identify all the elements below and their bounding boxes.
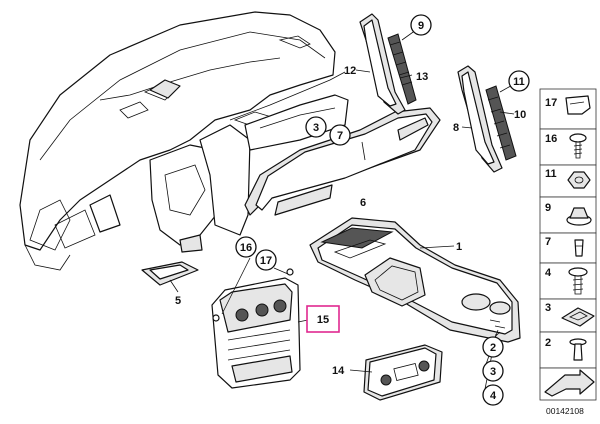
svg-text:7: 7 [337, 130, 343, 142]
svg-text:1: 1 [456, 241, 462, 253]
svg-text:12: 12 [344, 65, 356, 77]
small-parts-legend: 17 16 11 9 7 4 3 2 [539, 88, 597, 401]
callout-6: 6 [360, 197, 366, 209]
callout-17: 17 [255, 249, 277, 271]
callout-11: 11 [508, 70, 530, 92]
center-console-part-1 [309, 217, 521, 343]
callout-4: 4 [482, 384, 504, 406]
legend-item-3: 3 [545, 302, 551, 314]
callout-12: 12 [344, 65, 356, 77]
nut-icon [567, 171, 591, 189]
callout-7: 7 [329, 124, 351, 146]
trim-strip-part-6 [244, 107, 441, 216]
callout-16: 16 [235, 236, 257, 258]
arrow-icon [544, 369, 595, 397]
svg-text:14: 14 [332, 365, 345, 377]
pin-icon [574, 239, 584, 257]
svg-text:16: 16 [240, 242, 252, 254]
callout-8: 8 [453, 122, 459, 134]
dashboard-assembly [19, 11, 349, 271]
legend-item-16: 16 [545, 133, 557, 145]
vertical-trim-left [359, 13, 417, 115]
legend-item-4: 4 [545, 267, 552, 279]
legend-item-9: 9 [545, 202, 551, 214]
svg-text:6: 6 [360, 197, 366, 209]
callout-13: 13 [416, 71, 428, 83]
svg-text:9: 9 [418, 20, 424, 32]
svg-text:17: 17 [260, 255, 272, 267]
callout-9: 9 [410, 14, 432, 36]
svg-text:3: 3 [490, 366, 496, 378]
vent-panel-part-15 [211, 268, 301, 389]
legend-item-7: 7 [545, 236, 551, 248]
callout-15-highlighted: 15 [306, 305, 340, 333]
svg-text:11: 11 [513, 76, 525, 88]
legend-item-11: 11 [545, 168, 557, 180]
svg-text:13: 13 [416, 71, 428, 83]
bezel-part-5 [141, 261, 199, 293]
legend-item-2: 2 [545, 337, 551, 349]
stud-icon [568, 267, 588, 277]
callout-3-trim: 3 [305, 116, 327, 138]
callout-3-console: 3 [482, 360, 504, 382]
clip-plate-icon [561, 307, 595, 327]
diagram-id: 00142108 [546, 406, 584, 416]
vertical-trim-right [457, 65, 517, 173]
clip-icon [565, 95, 591, 115]
svg-text:4: 4 [490, 390, 497, 402]
callout-2: 2 [482, 336, 504, 358]
svg-text:8: 8 [453, 122, 459, 134]
climate-panel-part-14 [363, 344, 443, 401]
svg-text:2: 2 [490, 342, 496, 354]
svg-text:3: 3 [313, 122, 319, 134]
callout-5: 5 [175, 295, 181, 307]
screw-icon [569, 133, 587, 143]
svg-text:15: 15 [317, 314, 329, 326]
svg-text:10: 10 [514, 109, 526, 121]
legend-item-17: 17 [545, 97, 557, 109]
callout-1: 1 [456, 241, 462, 253]
callout-10: 10 [514, 109, 526, 121]
callout-14: 14 [332, 365, 345, 377]
svg-text:5: 5 [175, 295, 181, 307]
